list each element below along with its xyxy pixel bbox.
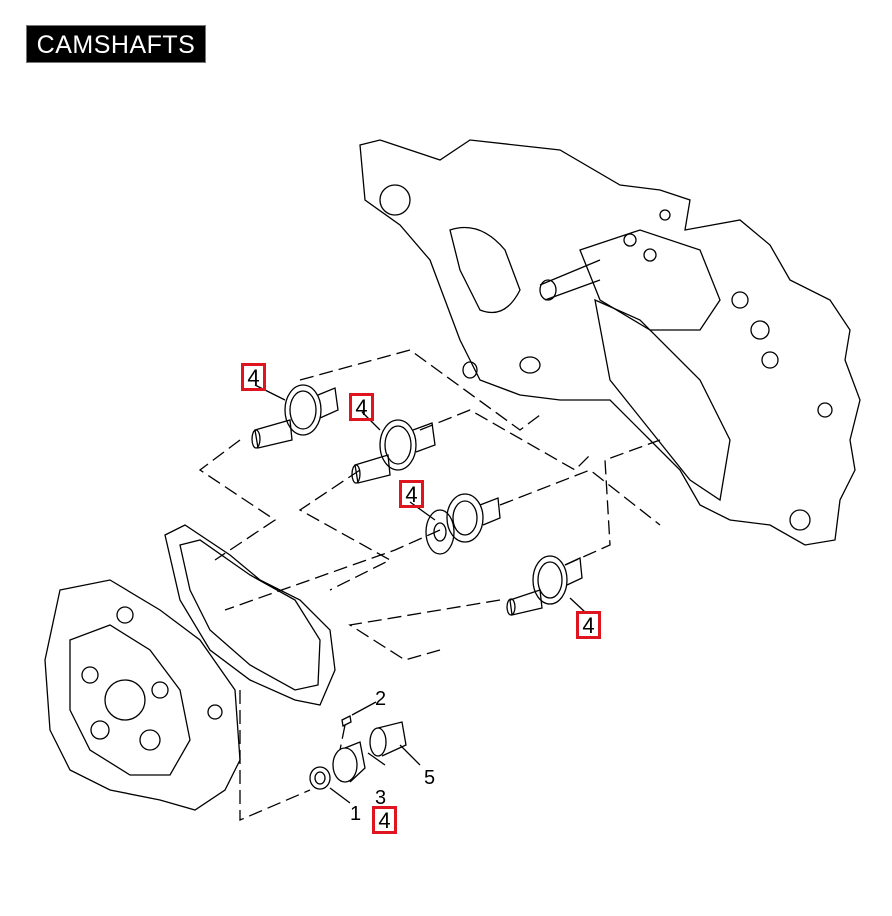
crankcase-drawing	[359, 139, 861, 546]
small-parts	[309, 701, 421, 804]
callout-4-small-parts: 4	[372, 806, 397, 834]
camshaft-3	[425, 493, 501, 555]
part-number-2: 2	[375, 688, 387, 710]
camshaft-2	[351, 419, 436, 484]
part-number-1: 1	[350, 803, 362, 825]
cam-cover-drawing	[44, 579, 241, 811]
section-title: CAMSHAFTS	[26, 25, 206, 63]
gasket-drawing	[164, 524, 336, 706]
part-number-3: 3	[375, 787, 387, 809]
callout-4-camshaft-2: 4	[349, 393, 374, 421]
leader-lines	[254, 384, 586, 613]
callout-4-camshaft-4: 4	[576, 611, 601, 639]
camshaft-1	[251, 384, 339, 449]
callout-4-camshaft-1: 4	[241, 363, 266, 391]
assembly-lines	[198, 349, 661, 821]
part-number-5: 5	[424, 767, 436, 789]
camshaft-4	[506, 555, 583, 616]
callout-4-camshaft-3: 4	[399, 480, 424, 508]
